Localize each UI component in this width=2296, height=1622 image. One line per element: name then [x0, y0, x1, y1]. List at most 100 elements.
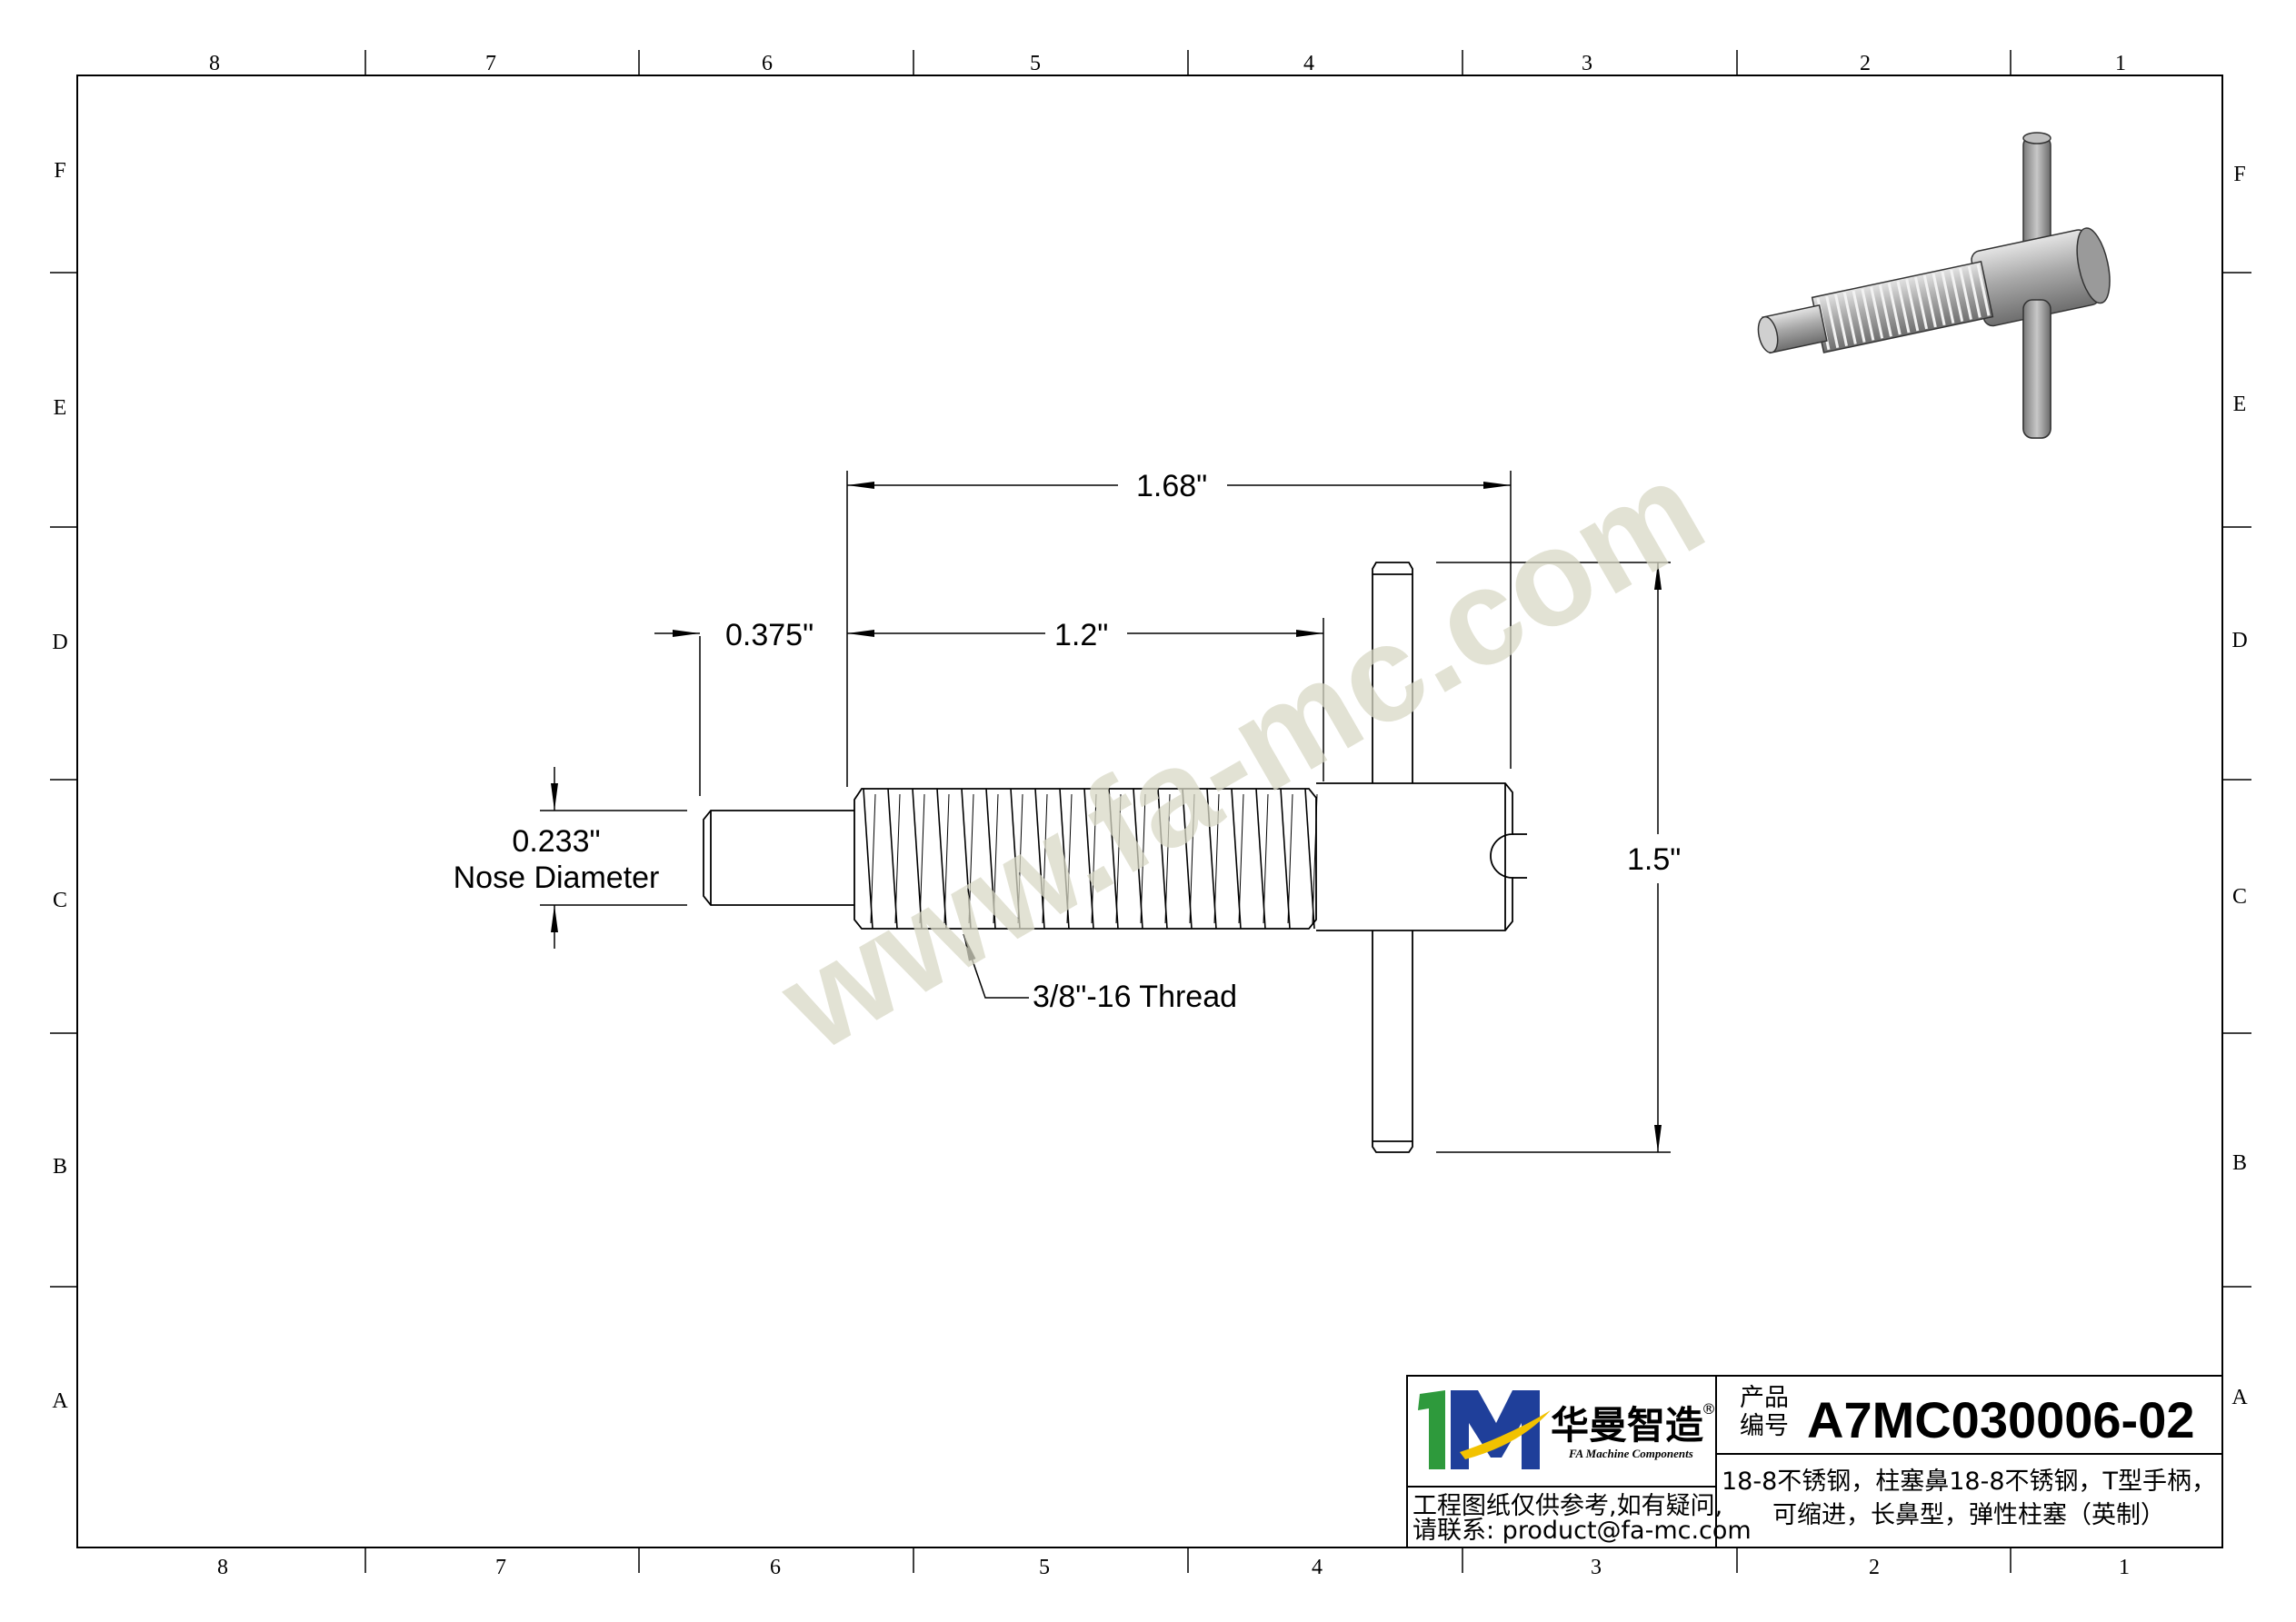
description-line-2: 可缩进，长鼻型，弹性柱塞（英制）: [1772, 1501, 2165, 1529]
iso-thread-ridge: [1941, 271, 1955, 324]
handle-pin-bottom: [1372, 930, 1413, 1153]
row-label: C: [53, 889, 67, 912]
col-label: 2: [1869, 1556, 1880, 1579]
iso-thread-ridge: [1967, 265, 1982, 318]
row-label: F: [2233, 163, 2245, 186]
nose-diameter-value: 0.233": [512, 824, 600, 859]
thread-root: [968, 793, 974, 924]
plunger-isometric-render: [1757, 132, 2111, 439]
thread-root: [1238, 793, 1244, 924]
col-label: 5: [1039, 1556, 1050, 1579]
iso-thread-ridge: [1842, 292, 1857, 344]
thread-root: [1140, 793, 1146, 924]
product-code: A7MC030006-02: [1807, 1391, 2194, 1448]
row-label: C: [2232, 885, 2247, 909]
thread-root: [1115, 793, 1122, 924]
iso-thread-ridge: [1878, 284, 1892, 337]
row-label: E: [2233, 393, 2247, 416]
row-label: E: [54, 396, 67, 420]
iso-thread-ridge: [1905, 278, 1920, 332]
col-label: 7: [495, 1556, 506, 1579]
col-label: 8: [217, 1556, 228, 1579]
handle-length-dim: 1.5": [1627, 842, 1681, 877]
row-label: A: [52, 1389, 68, 1413]
row-label: D: [52, 631, 67, 654]
product-label-line-2: 编号: [1740, 1412, 1789, 1440]
iso-thread-ridge: [1976, 264, 1991, 316]
sheet-frame: [76, 75, 2223, 1548]
thread-root: [1017, 793, 1023, 924]
col-label: 1: [2115, 52, 2126, 75]
col-label: 1: [2119, 1556, 2130, 1579]
col-label: 3: [1582, 52, 1592, 75]
iso-nose-tip: [1757, 315, 1779, 353]
thread-root: [870, 793, 876, 924]
col-label: 7: [485, 52, 496, 75]
thread-root: [1042, 793, 1048, 924]
dimension-texts: 1.68" 0.375" 1.2" 1.5" 0.233" Nose Diame…: [454, 469, 1682, 1014]
col-label: 4: [1312, 1556, 1323, 1579]
thread-callout: 3/8"-16 Thread: [1033, 980, 1237, 1014]
col-label: 5: [1030, 52, 1041, 75]
iso-thread-ridge: [1887, 283, 1902, 335]
handle-pin-top: [1372, 562, 1413, 783]
thread-leader: [963, 933, 1029, 999]
brand-name-en: FA Machine Components: [1568, 1447, 1693, 1460]
row-labels-left: F E D C B A: [52, 159, 68, 1413]
iso-thread-ridges: [1816, 264, 1991, 351]
iso-thread-ridge: [1950, 269, 1964, 322]
thread-root: [1287, 793, 1293, 924]
iso-thread-ridge: [1914, 276, 1929, 330]
col-label: 8: [209, 52, 220, 75]
thread-root: [1312, 793, 1318, 924]
brand-name-cn: 华曼智造: [1551, 1403, 1703, 1448]
nose-outline: [703, 810, 854, 906]
thread-root: [993, 793, 999, 924]
zone-ticks: [50, 50, 2251, 1573]
thread-root: [1066, 793, 1073, 924]
row-labels-right: F E D C B A: [2231, 163, 2248, 1409]
thread-root: [1213, 793, 1220, 924]
col-label: 3: [1591, 1556, 1602, 1579]
nose-diameter-label: Nose Diameter: [454, 861, 660, 895]
iso-thread-ridge: [1834, 294, 1849, 346]
thread-root: [1263, 793, 1269, 924]
thread-root: [1189, 793, 1195, 924]
col-label: 2: [1860, 52, 1871, 75]
column-labels-bottom: 8 7 6 5 4 3 2 1: [217, 1556, 2130, 1579]
row-label: F: [54, 159, 65, 183]
thread-root: [1091, 793, 1097, 924]
nose-length-dim: 0.375": [725, 618, 814, 652]
thread-root: [1164, 793, 1171, 924]
title-block: [1406, 1375, 2223, 1548]
row-label: A: [2231, 1386, 2248, 1409]
thread-crests: [863, 788, 1318, 930]
product-label-line-1: 产品: [1740, 1384, 1789, 1412]
disclaimer-line-1: 工程图纸仅供参考,如有疑问,: [1413, 1492, 1722, 1520]
logo-swoosh: [1460, 1410, 1551, 1459]
column-labels-top: 8 7 6 5 4 3 2 1: [209, 52, 2126, 75]
row-label: B: [53, 1155, 67, 1179]
registered-mark: ®: [1702, 1400, 1716, 1418]
row-label: D: [2231, 629, 2247, 652]
thread-root: [894, 793, 901, 924]
iso-thread-ridge: [1870, 286, 1884, 339]
collar-body: [1316, 782, 1513, 931]
logo-m-mark: [1451, 1390, 1540, 1469]
thread-root: [943, 793, 950, 924]
iso-thread-ridge: [1825, 295, 1840, 349]
row-label: B: [2232, 1151, 2247, 1175]
thread-root: [919, 793, 925, 924]
col-label: 6: [762, 52, 773, 75]
col-label: 4: [1303, 52, 1314, 75]
company-logo: 华曼智造 ® FA Machine Components: [1418, 1390, 1716, 1469]
iso-thread-ridge: [1852, 290, 1866, 343]
dimension-lines: [540, 471, 1671, 1153]
description-line-1: 18-8不锈钢，柱塞鼻18-8不锈钢，T型手柄，: [1722, 1468, 2216, 1496]
iso-thread-ridge: [1922, 274, 1937, 328]
iso-thread-ridge: [1861, 288, 1875, 341]
col-label: 6: [770, 1556, 781, 1579]
iso-thread-ridge: [1896, 281, 1911, 333]
iso-thread-ridge: [1932, 273, 1946, 326]
